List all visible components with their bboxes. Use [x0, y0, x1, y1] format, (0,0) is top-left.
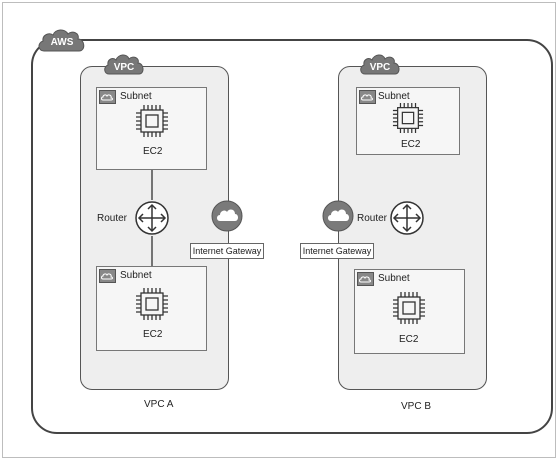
ec2-chip-icon — [392, 102, 424, 134]
vpc-b-badge-label: VPC — [369, 62, 391, 73]
vpc-b-bottom-subnet-label: Subnet — [378, 273, 410, 284]
vpc-a-router-label: Router — [97, 213, 128, 224]
vpc-b-cloud-badge-icon — [360, 54, 400, 75]
vpc-a-top-ec2-label: EC2 — [143, 146, 163, 157]
subnet-icon — [99, 269, 116, 283]
vpc-a-caption: VPC A — [144, 399, 174, 410]
vpc-a-top-subnet-label: Subnet — [120, 91, 152, 102]
ec2-chip-icon — [136, 105, 168, 137]
vpc-b-top-ec2-label: EC2 — [401, 139, 421, 150]
vpc-b-bottom-ec2-label: EC2 — [399, 334, 419, 345]
vpc-a-cloud-badge-icon — [104, 54, 144, 75]
aws-cloud-badge-icon — [38, 29, 85, 52]
router-icon — [135, 201, 169, 235]
router-icon — [390, 201, 424, 235]
subnet-icon — [359, 90, 376, 104]
vpc-b-top-subnet-label: Subnet — [378, 91, 410, 102]
vpc-a-bottom-subnet-label: Subnet — [120, 270, 152, 281]
vpc-a-bottom-ec2-label: EC2 — [143, 329, 163, 340]
vpc-a-internet-gateway-label: Internet Gateway — [190, 243, 264, 259]
aws-label: AWS — [50, 37, 74, 48]
vpc-a-badge-label: VPC — [113, 62, 135, 73]
ec2-chip-icon — [393, 292, 425, 324]
vpc-b-internet-gateway-label: Internet Gateway — [300, 243, 374, 259]
subnet-icon — [99, 90, 116, 104]
internet-gateway-icon — [322, 200, 354, 232]
vpc-b-router-label: Router — [357, 213, 388, 224]
vpc-b-caption: VPC B — [401, 401, 432, 412]
subnet-icon — [357, 272, 374, 286]
internet-gateway-icon — [211, 200, 243, 232]
ec2-chip-icon — [136, 288, 168, 320]
